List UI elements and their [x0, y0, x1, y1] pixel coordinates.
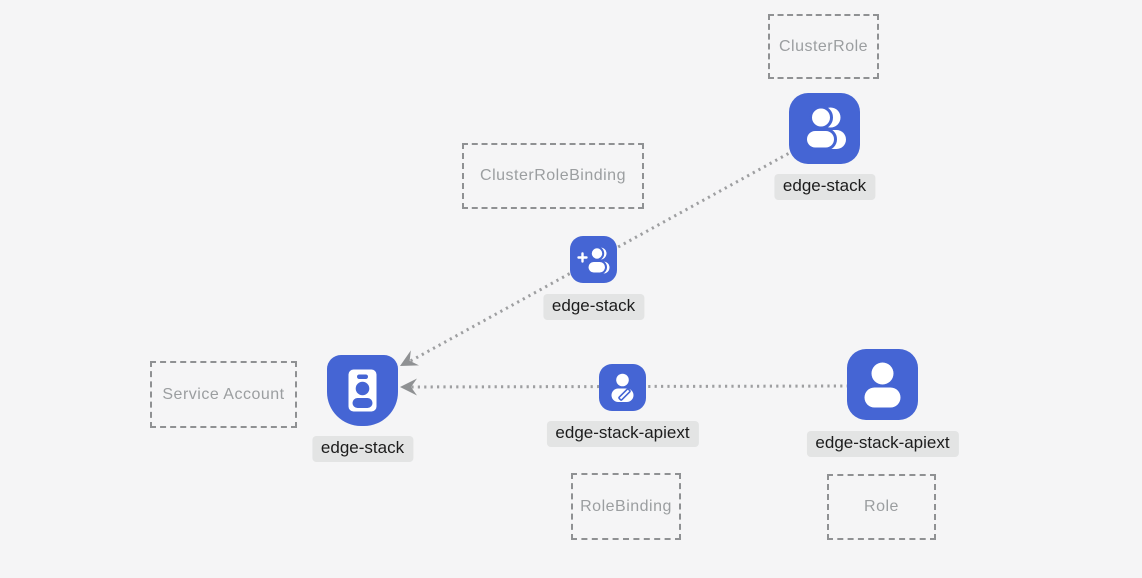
node-clusterrolebinding-edge-stack[interactable]: edge-stack: [542, 236, 645, 320]
user-edit-icon: [599, 364, 646, 411]
node-clusterrole-edge-stack[interactable]: edge-stack: [773, 93, 876, 200]
node-label: edge-stack: [311, 436, 414, 462]
user-icon: [847, 349, 918, 420]
kind-box-clusterrolebinding: ClusterRoleBinding: [462, 143, 644, 209]
kind-box-rolebinding: RoleBinding: [571, 473, 681, 540]
node-label: edge-stack-apiext: [546, 421, 699, 447]
id-badge-icon: [327, 355, 398, 426]
node-serviceaccount-edge-stack[interactable]: edge-stack: [311, 355, 414, 462]
node-label: edge-stack: [542, 294, 645, 320]
kind-box-clusterrole: ClusterRole: [768, 14, 879, 79]
kind-box-serviceaccount: Service Account: [150, 361, 297, 428]
user-add-icon: [570, 236, 617, 283]
arrowhead-diagonal: [400, 350, 419, 366]
arrowhead-horizontal: [400, 378, 417, 396]
node-label: edge-stack-apiext: [806, 431, 959, 457]
kind-box-role: Role: [827, 474, 936, 540]
node-role-edge-stack-apiext[interactable]: edge-stack-apiext: [806, 349, 959, 457]
node-label: edge-stack: [773, 174, 876, 200]
users-icon: [789, 93, 860, 164]
node-rolebinding-edge-stack-apiext[interactable]: edge-stack-apiext: [546, 364, 699, 447]
